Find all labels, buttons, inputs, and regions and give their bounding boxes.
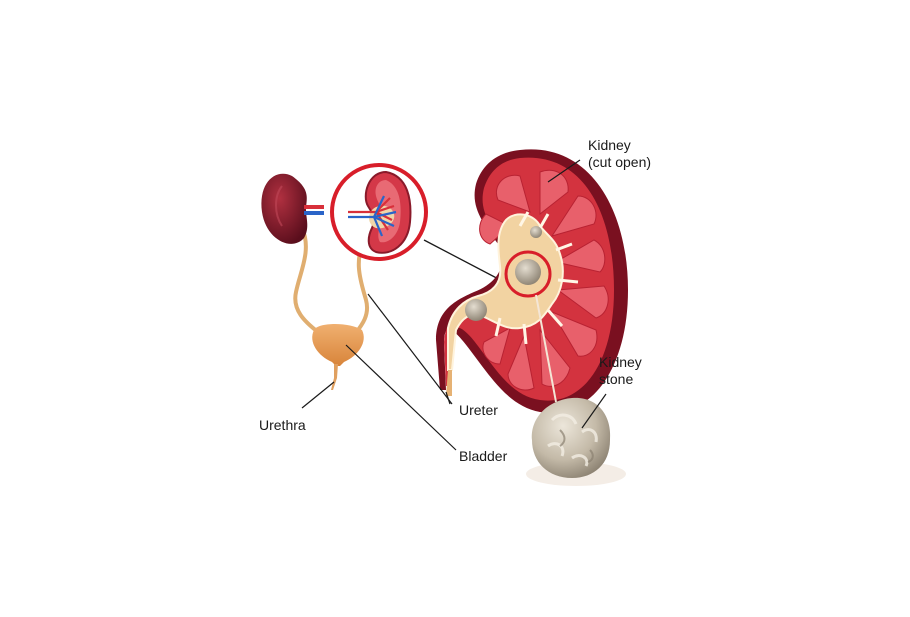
leader-kidney-stone [581, 393, 607, 429]
bladder-shape [312, 324, 364, 366]
left-ureter [293, 227, 320, 334]
label-kidney-cut-open: Kidney (cut open) [588, 137, 651, 171]
label-kidney-stone-line2: stone [599, 371, 634, 387]
label-urethra: Urethra [259, 417, 306, 433]
kidney-stone-enlarged [526, 397, 626, 486]
leader-urethra [301, 381, 335, 409]
large-kidney-cross-section [436, 149, 628, 413]
label-ureter: Ureter [459, 402, 498, 418]
leader-ureter-1 [367, 293, 453, 405]
label-kidney-stone: Kidney stone [599, 354, 642, 388]
stone-in-kidney-2 [465, 299, 487, 321]
stone-in-kidney-3 [530, 226, 542, 238]
leader-bladder [345, 344, 457, 451]
large-kidney-ureter [446, 370, 452, 396]
zoom-connector-line [423, 239, 509, 285]
small-kidney-left [261, 173, 324, 244]
label-bladder: Bladder [459, 448, 508, 464]
label-kidney-cut-open-line2: (cut open) [588, 154, 652, 170]
urethra-tube [331, 364, 338, 390]
stone-highlight-ring [504, 250, 552, 298]
leader-ureter-2 [445, 391, 451, 405]
label-kidney-cut-open-line1: Kidney [588, 137, 631, 153]
label-kidney-stone-line1: Kidney [599, 354, 642, 370]
kidney-pyramids [479, 169, 609, 391]
leader-lines [301, 159, 607, 451]
small-kidney-highlight [330, 163, 428, 261]
stone-in-kidney-1 [515, 259, 541, 285]
leader-kidney-cut-open [547, 159, 581, 183]
stone-connector-line [535, 294, 557, 403]
